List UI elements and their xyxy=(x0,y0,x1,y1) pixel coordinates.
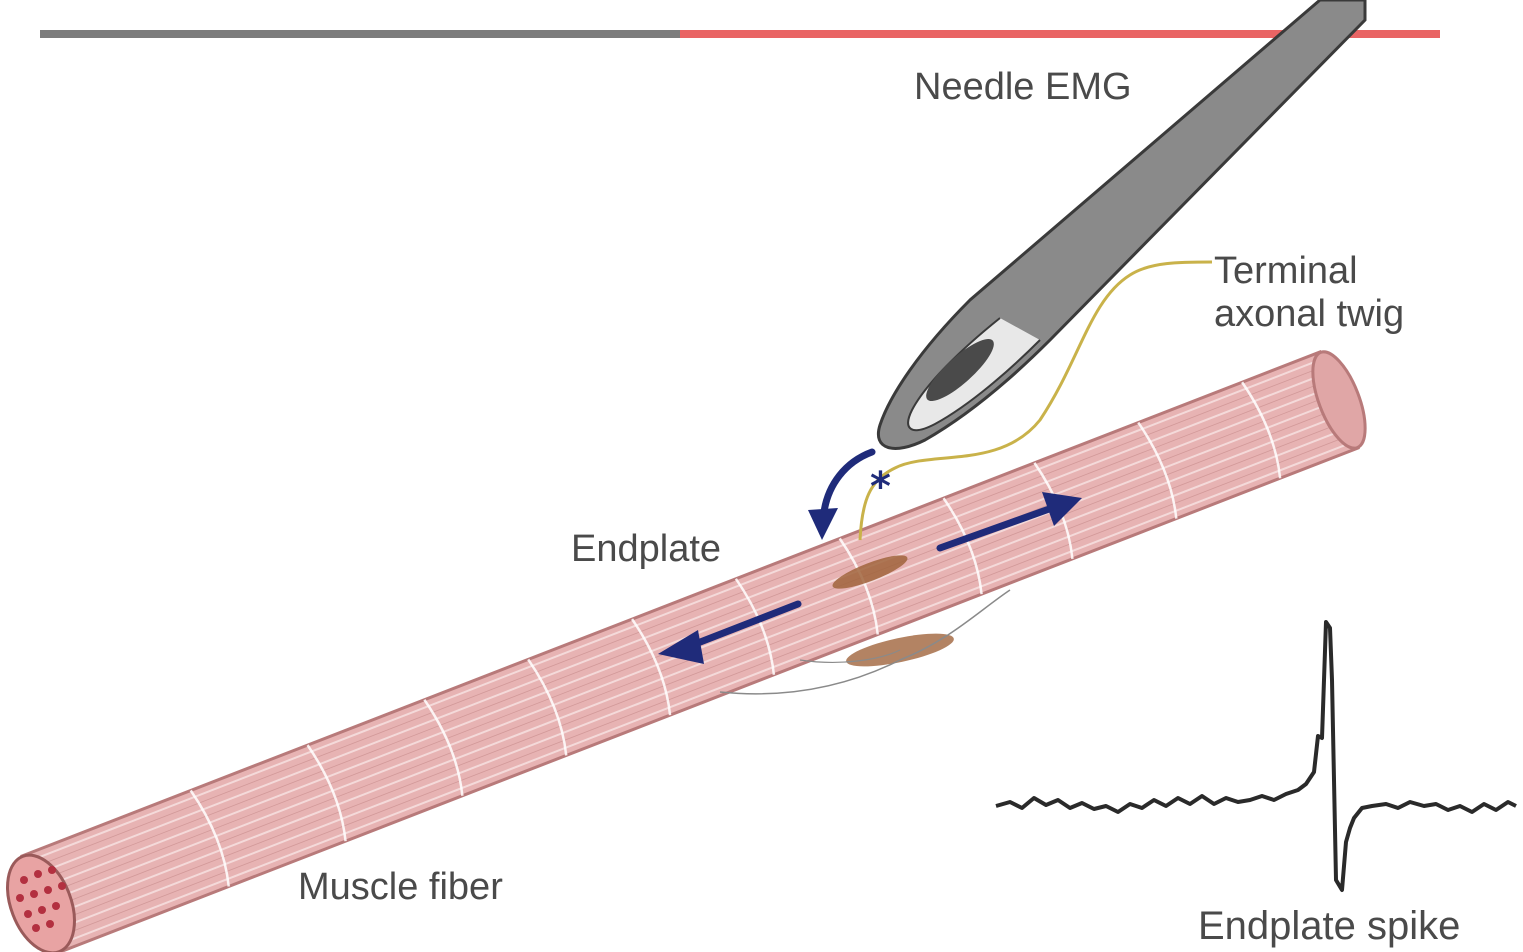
endplate-spike-trace xyxy=(996,622,1516,890)
endplate-spike-label: Endplate spike xyxy=(1198,904,1460,949)
fiber-dot xyxy=(38,906,46,914)
terminal-label-line1: Terminal xyxy=(1214,250,1404,293)
arrowhead-down xyxy=(808,508,838,540)
striation-line xyxy=(49,421,1347,925)
endplate-label: Endplate xyxy=(571,528,721,571)
striation-line xyxy=(57,441,1355,945)
fiber-dot xyxy=(52,902,60,910)
terminal-axonal-twig-label: Terminal axonal twig xyxy=(1214,250,1404,335)
top-artifact-strip xyxy=(40,30,1440,38)
fiber-dot xyxy=(24,910,32,918)
striation-line xyxy=(46,414,1344,918)
fiber-dot xyxy=(32,924,40,932)
striation-line xyxy=(52,427,1350,931)
fiber-dot xyxy=(20,876,28,884)
needle-emg-label: Needle EMG xyxy=(914,66,1132,109)
striation-line xyxy=(55,434,1353,938)
striation-line xyxy=(27,366,1325,870)
fiber-dot xyxy=(58,882,66,890)
discharge-asterisk: * xyxy=(870,464,891,510)
fiber-dot xyxy=(48,866,56,874)
fiber-dot xyxy=(46,920,54,928)
striation-line xyxy=(25,359,1323,863)
fiber-dot xyxy=(16,894,24,902)
muscle-fiber-label: Muscle fiber xyxy=(298,866,503,909)
striation-line xyxy=(30,373,1328,877)
fiber-dot xyxy=(44,886,52,894)
fiber-dot xyxy=(30,890,38,898)
terminal-label-line2: axonal twig xyxy=(1214,293,1404,336)
fiber-dot xyxy=(34,870,42,878)
